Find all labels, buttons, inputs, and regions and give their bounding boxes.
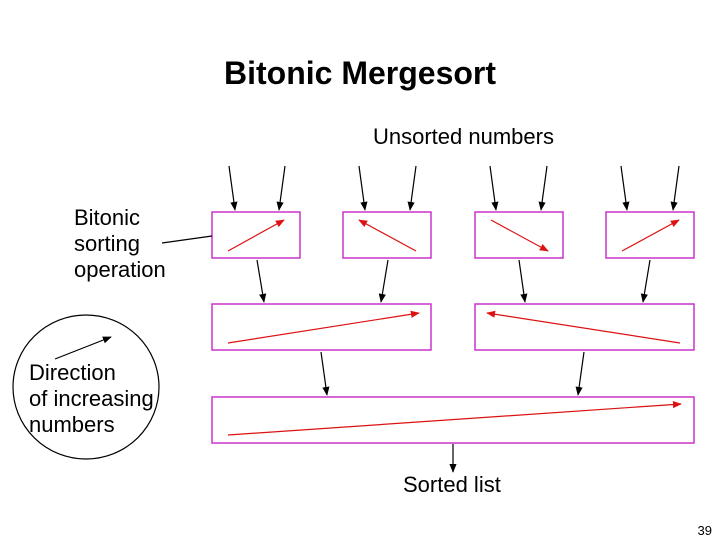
unsorted-numbers-label: Unsorted numbers: [373, 124, 554, 149]
connector-arrow-2: [378, 259, 389, 303]
direction-label-line-3: numbers: [29, 412, 115, 437]
slide-title: Bitonic Mergesort: [223, 55, 497, 91]
bitonic-label-line-2: sorting: [74, 231, 141, 256]
direction-arrow-box-1: [227, 219, 285, 252]
bitonic-sorting-operation-label: Bitonic sorting operation: [74, 205, 166, 283]
bitonic-label-line-1: Bitonic: [74, 205, 141, 230]
direction-arrow-box-4: [621, 219, 680, 252]
direction-of-increasing-label: Direction of increasing numbers: [29, 360, 154, 438]
input-arrow-3: [358, 165, 368, 211]
direction-arrow-box-2: [358, 219, 417, 252]
direction-label-line-2: of increasing: [29, 386, 154, 411]
merge-box-left: [211, 303, 432, 351]
input-arrow-6: [538, 165, 548, 211]
bitonic-box-4: [605, 211, 695, 259]
bitonic-label-line-3: operation: [74, 257, 166, 282]
input-arrow-4: [407, 165, 417, 211]
direction-arrow-merge-right: [486, 310, 681, 344]
connector-arrow-4: [640, 259, 651, 303]
input-arrow-2: [276, 165, 286, 211]
input-arrow-8: [670, 165, 680, 211]
bitonic-box-1: [211, 211, 301, 259]
bitonic-box-3: [474, 211, 564, 259]
page-number: 39: [697, 523, 712, 538]
sorted-list-label: Sorted list: [403, 472, 501, 497]
direction-arrow-final: [227, 400, 682, 436]
connector-arrow-1: [256, 259, 267, 303]
input-arrow-1: [228, 165, 238, 211]
direction-label-line-1: Direction: [29, 360, 116, 385]
direction-arrow-merge-left: [227, 310, 420, 344]
connector-arrow-3: [518, 259, 528, 303]
direction-arrow-box-3: [490, 219, 549, 252]
legend-circle: [12, 314, 160, 460]
bitonic-box-2: [342, 211, 432, 259]
input-arrow-5: [489, 165, 499, 211]
connector-arrow-5: [320, 351, 330, 396]
bitonic-label-pointer: [161, 235, 213, 244]
input-arrow-7: [620, 165, 630, 211]
legend-direction-arrow: [54, 336, 112, 360]
merge-box-right: [474, 303, 695, 351]
connector-arrow-6: [575, 351, 585, 396]
final-merge-box: [211, 396, 695, 444]
